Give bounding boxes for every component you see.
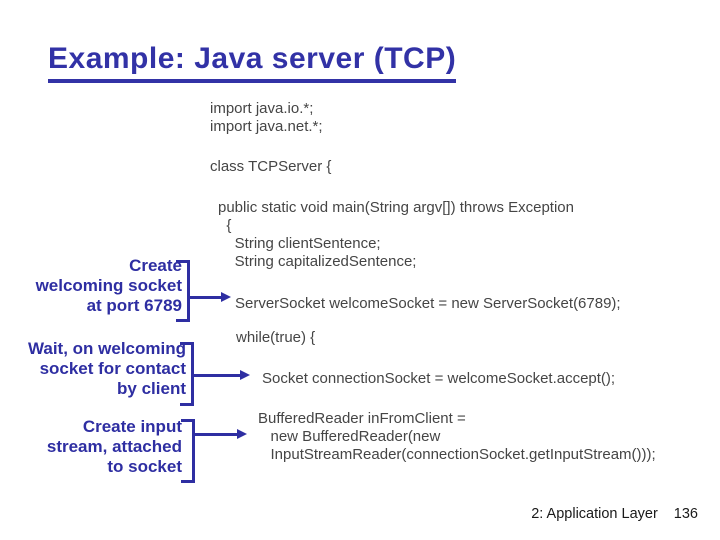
code-server-socket: ServerSocket welcomeSocket = new ServerS…	[235, 295, 621, 312]
arrow-connector	[192, 433, 237, 436]
arrow-head-icon	[240, 370, 250, 380]
code-while-loop: while(true) {	[236, 329, 316, 346]
annotation-create-input-stream: Create input stream, attached to socket	[46, 417, 182, 476]
code-imports: import java.io.*; import java.net.*;	[210, 100, 323, 135]
annotation-wait-for-client: Wait, on welcoming socket for contact by…	[27, 339, 186, 398]
code-class-declaration: class TCPServer {	[210, 158, 332, 175]
code-main-method: public static void main(String argv[]) t…	[218, 199, 574, 270]
code-buffered-reader: BufferedReader inFromClient = new Buffer…	[258, 410, 656, 463]
footer-page-number: 136	[673, 506, 698, 522]
arrow-connector	[187, 296, 221, 299]
arrow-head-icon	[221, 292, 231, 302]
arrow-head-icon	[237, 429, 247, 439]
arrow-connector	[191, 374, 240, 377]
bracket-icon	[181, 419, 195, 483]
code-accept-socket: Socket connectionSocket = welcomeSocket.…	[262, 370, 616, 387]
slide-title: Example: Java server (TCP)	[48, 42, 457, 83]
bracket-icon	[176, 260, 190, 322]
slide-footer: 2: Application Layer 136	[0, 506, 698, 522]
footer-section-label: 2: Application Layer	[531, 506, 658, 522]
annotation-create-welcoming-socket: Create welcoming socket at port 6789	[35, 256, 182, 315]
